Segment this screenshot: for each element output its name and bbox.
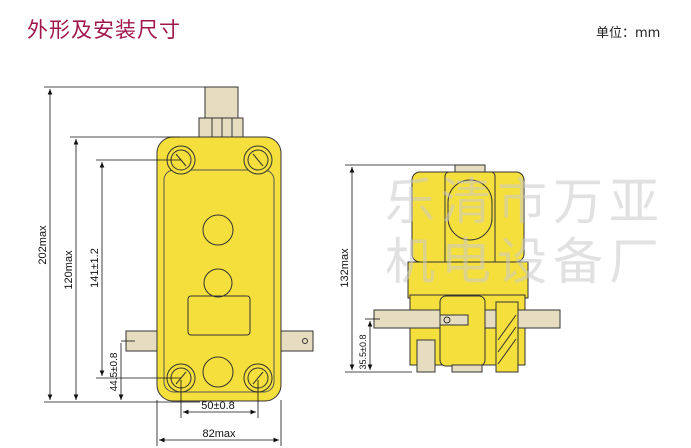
front-view xyxy=(125,86,314,402)
page-title: 外形及安装尺寸 xyxy=(27,18,181,42)
dim-82max: 82max xyxy=(202,428,236,440)
side-view xyxy=(373,164,561,373)
dim-141: 141±1.2 xyxy=(89,248,101,288)
side-dimensions xyxy=(345,164,455,373)
dim-202max: 202max xyxy=(37,225,49,265)
dim-50: 50±0.8 xyxy=(201,400,235,412)
cable-gland xyxy=(198,117,244,139)
dim-120max: 120max xyxy=(63,250,75,290)
dim-35-5: 35.5±0.8 xyxy=(358,335,368,370)
unit-label: 单位：mm xyxy=(596,26,661,41)
cable-connector xyxy=(204,86,239,123)
front-dimensions xyxy=(44,86,282,446)
watermark: 乐清市万亚机电设备厂 xyxy=(385,173,665,291)
side-body-lower xyxy=(407,261,529,299)
dim-44-5: 44.5±0.8 xyxy=(109,352,120,391)
dim-132max: 132max xyxy=(339,248,351,288)
right-mount-tab xyxy=(279,330,314,352)
